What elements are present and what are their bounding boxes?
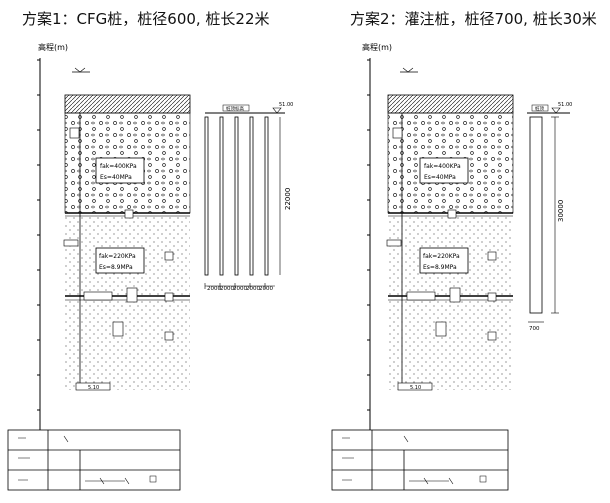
right-log-table (331, 429, 509, 491)
left-fill-layer (64, 94, 191, 114)
right-bottom-tag: 5.10 (410, 385, 421, 391)
right-pile-dia-dim: 700 (529, 326, 540, 332)
right-layer1-es: Es=40MPa (424, 174, 456, 181)
right-layer2-es: Es=8.9MPa (423, 264, 457, 271)
right-pile: 桩顶 51.00 30000 700 (527, 102, 572, 332)
right-panel: 高程(m) 5.10 fak= (331, 42, 572, 491)
right-layer1-fak: fak=400KPa (424, 163, 461, 170)
left-layer1-es: Es=40MPa (100, 174, 132, 181)
left-spacing-3: 2000 (233, 286, 247, 292)
right-pile-length-dim: 30000 (557, 200, 565, 222)
left-sand-layer (65, 300, 190, 390)
scheme-2-title: 方案2：灌注桩，桩径700, 桩长30米 (350, 10, 597, 28)
right-sample-marks (386, 127, 497, 341)
left-pile-top-tag: 桩顶标高 (226, 105, 244, 112)
right-layer2-fak: fak=220KPa (423, 253, 460, 260)
scheme-1-title: 方案1：CFG桩，桩径600, 桩长22米 (22, 10, 270, 28)
left-spacing-5: 2000 (259, 286, 273, 292)
left-water-marker (72, 67, 90, 73)
left-layer2-es: Es=8.9MPa (99, 264, 133, 271)
left-pile-top-elev: 51.00 (279, 102, 293, 108)
left-elevation-axis (37, 58, 41, 430)
left-layer2-props: fak=220KPa Es=8.9MPa (95, 247, 145, 274)
right-fill-layer (387, 94, 514, 114)
left-spacing-2: 2000 (220, 286, 234, 292)
right-layer1-props: fak=400KPa Es=40MPa (419, 157, 469, 184)
right-pile-top-elev: 51.00 (558, 102, 572, 108)
left-pile-group: 桩顶标高 51.00 22000 2000 2000 2000 (204, 102, 293, 292)
left-layer1-fak: fak=400KPa (100, 163, 137, 170)
left-pile-length-dim: 22000 (284, 188, 292, 210)
left-spacing-4: 2000 (246, 286, 260, 292)
left-panel: 高程(m) (7, 42, 293, 491)
right-sand-layer (388, 300, 513, 390)
left-layer2-fak: fak=220KPa (99, 253, 136, 260)
left-bottom-tag: 5.10 (88, 385, 99, 391)
left-sample-marks (63, 127, 174, 341)
right-axis-label: 高程(m) (362, 42, 392, 52)
right-layer2-props: fak=220KPa Es=8.9MPa (419, 247, 469, 274)
left-layer1-props: fak=400KPa Es=40MPa (95, 157, 145, 184)
left-axis-label: 高程(m) (38, 42, 68, 52)
left-spacing-1: 2000 (207, 286, 221, 292)
right-pile-top-tag: 桩顶 (535, 105, 544, 112)
right-water-marker (400, 67, 418, 73)
right-elevation-axis (367, 58, 371, 430)
left-log-table (7, 429, 181, 491)
